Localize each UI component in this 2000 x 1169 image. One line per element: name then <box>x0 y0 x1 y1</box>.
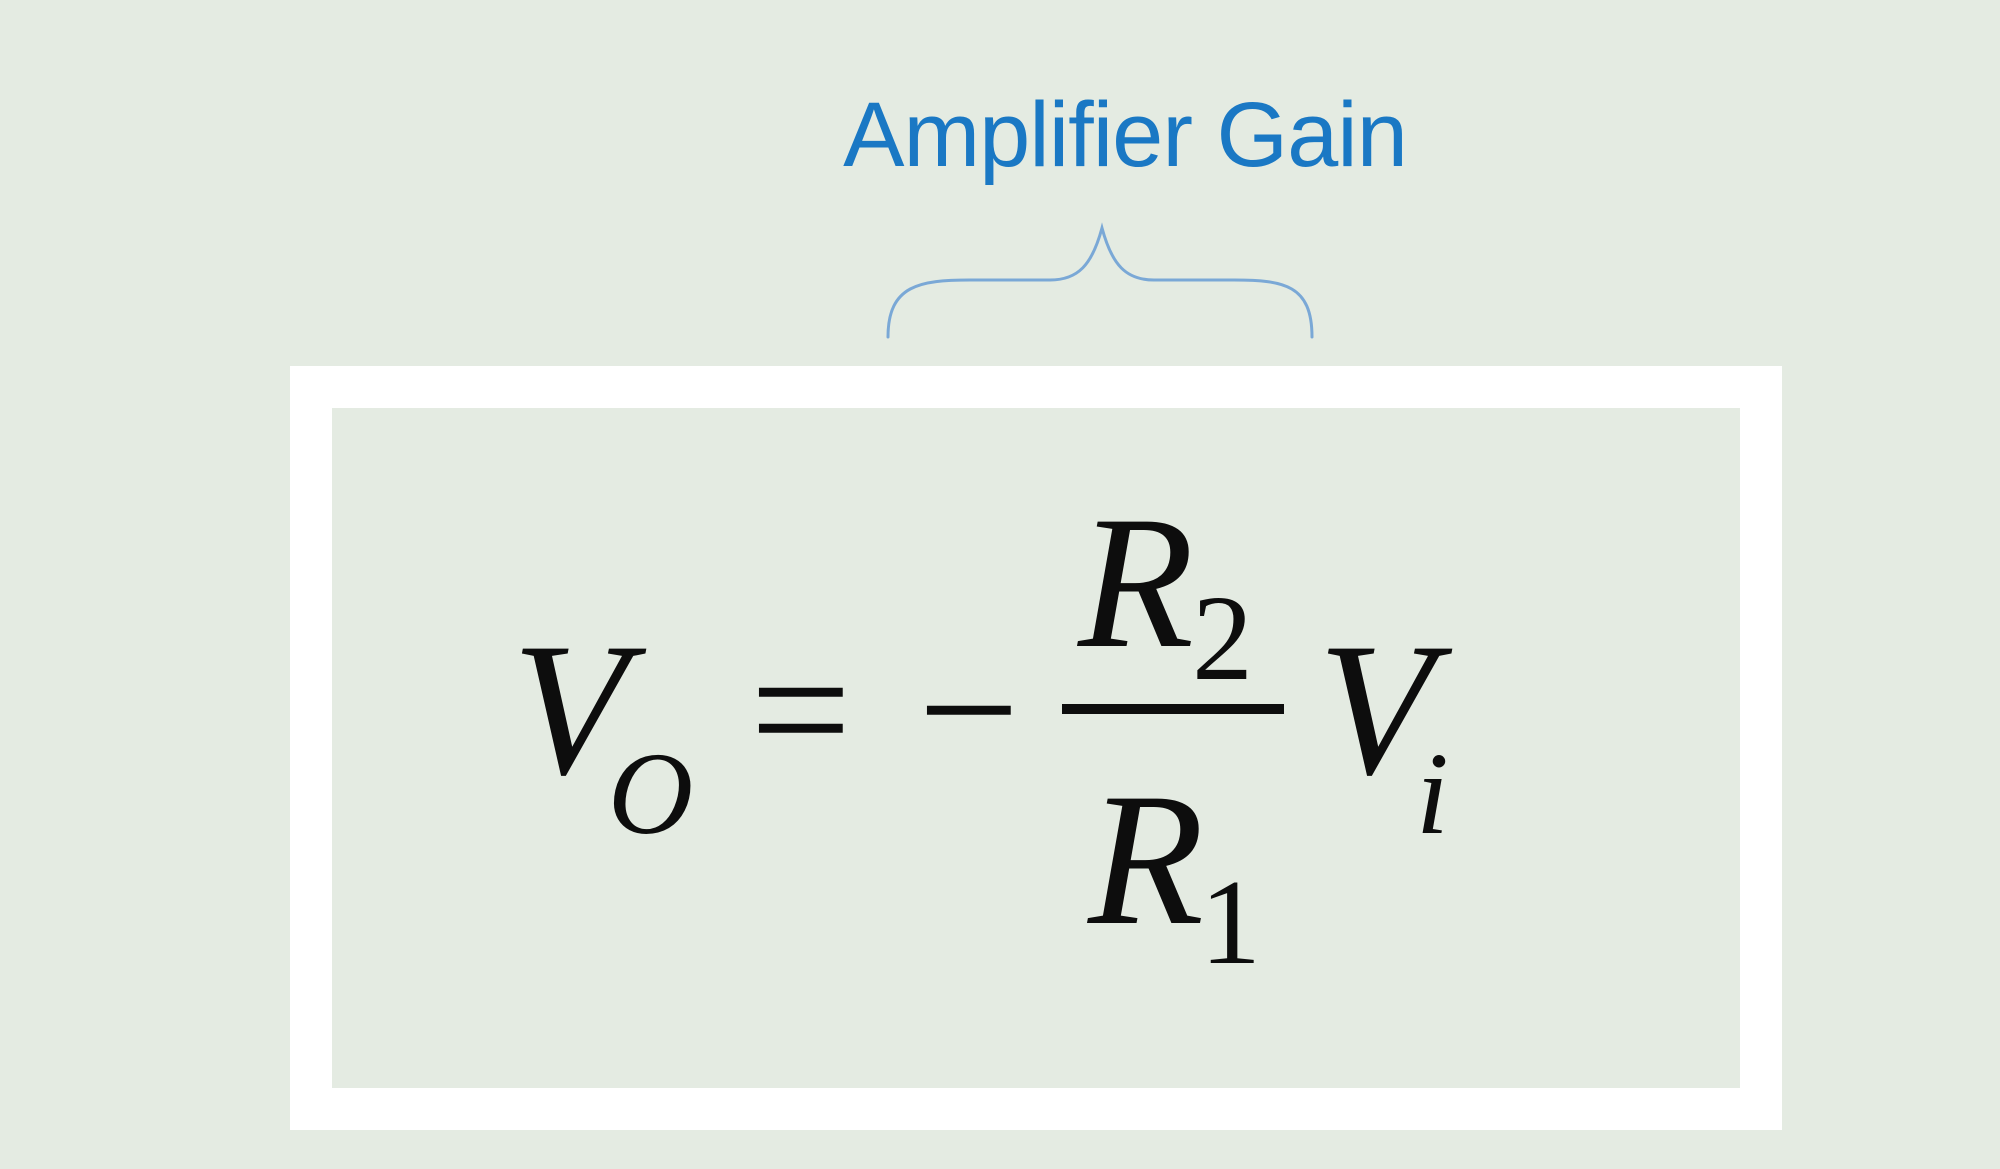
curly-brace-icon <box>886 222 1314 339</box>
input-voltage-symbol: V <box>1318 605 1435 815</box>
denominator-resistor-symbol: R <box>1088 755 1205 965</box>
equals-sign: = <box>750 610 852 809</box>
denominator-resistor-subscript: 1 <box>1200 855 1261 990</box>
fraction-bar <box>1062 704 1284 714</box>
numerator-resistor-subscript: 2 <box>1192 571 1253 706</box>
amplifier-gain-label: Amplifier Gain <box>843 84 1408 186</box>
output-voltage-subscript: O <box>608 728 694 859</box>
numerator-resistor-symbol: R <box>1078 478 1195 688</box>
equation-frame <box>290 366 1782 1130</box>
output-voltage-symbol: V <box>512 605 629 815</box>
input-voltage-subscript: i <box>1416 728 1449 859</box>
minus-sign: − <box>918 610 1020 809</box>
